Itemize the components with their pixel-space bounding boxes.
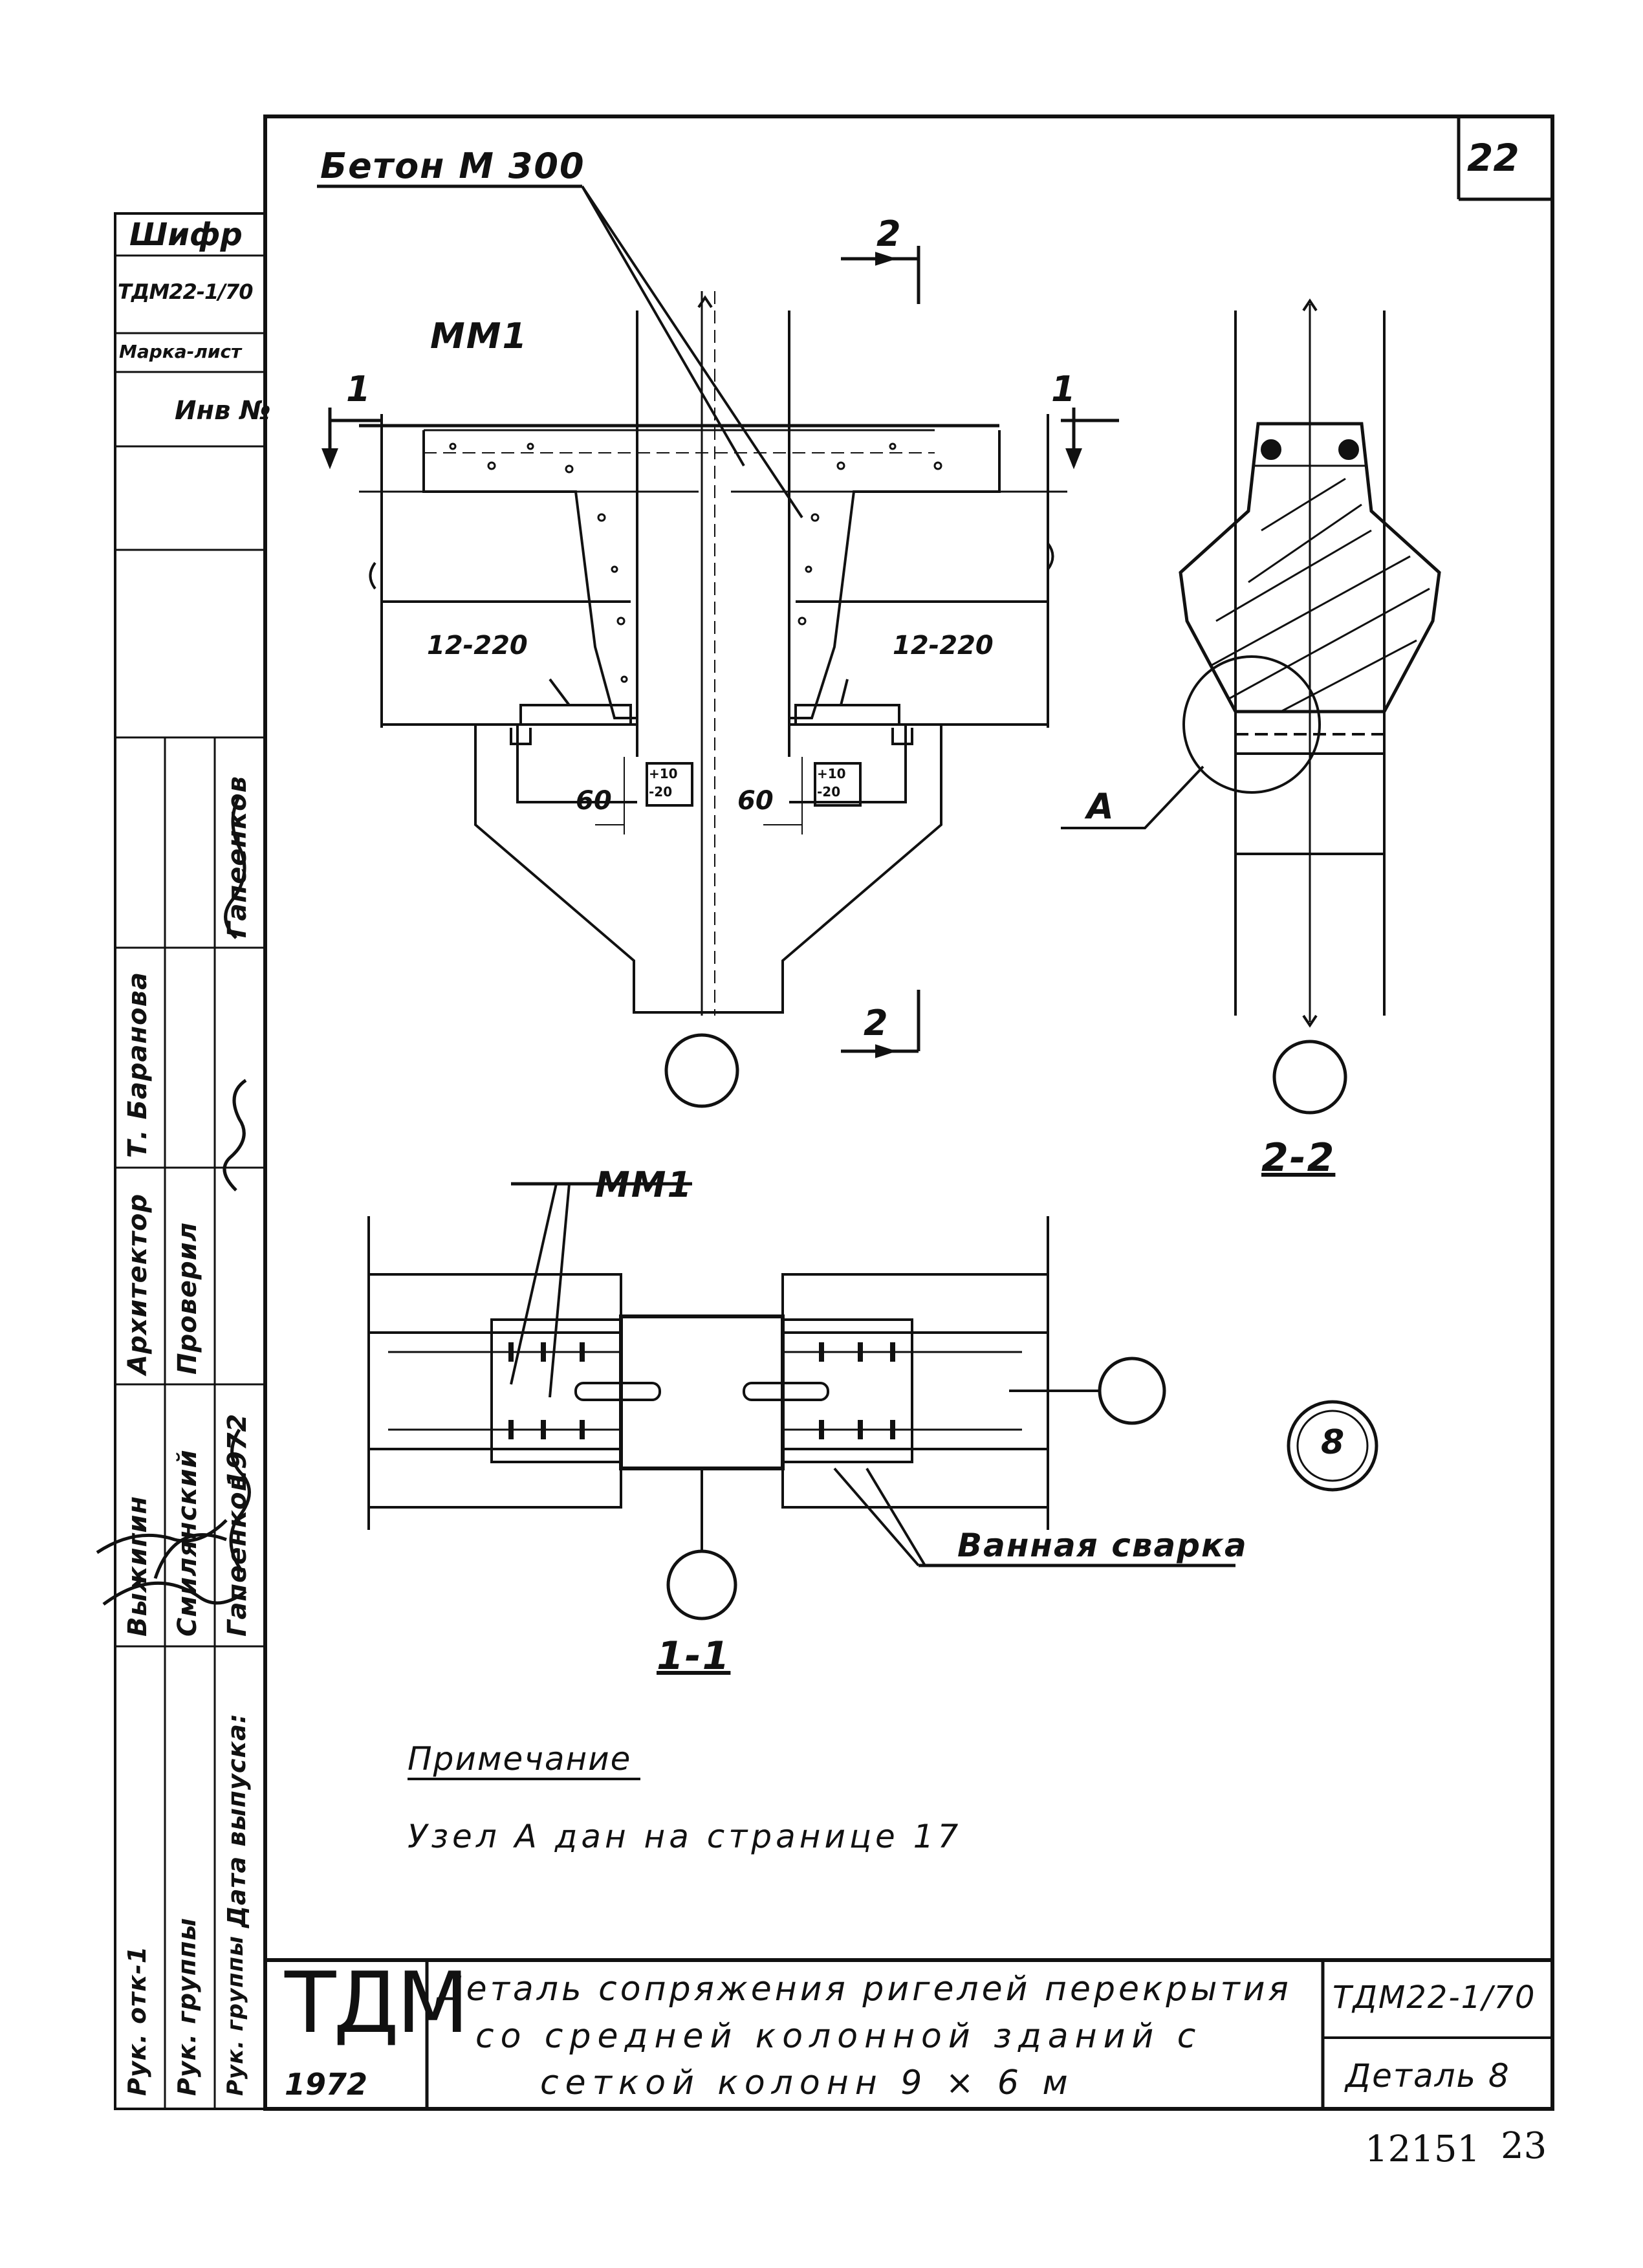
archive-number: 12151 (1365, 2128, 1481, 2170)
drawing-title-line2: со средней колонной зданий с (475, 2017, 1202, 2056)
bolt-label-left: 12-220 (427, 631, 528, 660)
mesh-label-plan: ММ1 (595, 1164, 693, 1205)
notes-text: Узел А дан на странице 17 (408, 1818, 963, 1855)
mark-sheet-label: Марка-лист (119, 341, 242, 362)
section-mark-2-bottom: 2 (864, 1003, 889, 1043)
signatures (96, 794, 251, 1606)
drawing-code: ТДМ22-1/70 (1333, 1979, 1536, 2016)
bolt-label-right: 12-220 (893, 631, 994, 660)
weld-label: Ванная сварка (957, 1527, 1248, 1564)
mesh-label-top: ММ1 (430, 316, 528, 356)
dimension-right: 60 (737, 786, 774, 816)
dimension-left: 60 (576, 786, 612, 816)
detail-number: 8 (1321, 1423, 1346, 1462)
detail-designation: Деталь 8 (1345, 2057, 1510, 2095)
cipher-label: Шифр (129, 217, 243, 253)
section-mark-1-right: 1 (1051, 369, 1077, 409)
notes-title: Примечание (408, 1740, 632, 1778)
sheet-number: 22 (1467, 136, 1519, 180)
tolerance-left: +10 -20 (649, 766, 678, 800)
tdm-logo: ТДМ (285, 1954, 469, 2052)
section-mark-2-top: 2 (876, 213, 902, 254)
concrete-grade-note: Бетон М 300 (320, 146, 585, 186)
node-a-label: А (1087, 786, 1115, 827)
title-block-year: 1972 (285, 2067, 368, 2102)
section-mark-1-left: 1 (346, 369, 372, 409)
drawing-title-line1: Деталь сопряжения ригелей перекрытия (437, 1970, 1292, 2009)
section-1-1-title: 1-1 (657, 1633, 731, 1679)
section-2-2-title: 2-2 (1261, 1135, 1336, 1181)
cipher-value: ТДМ22-1/70 (118, 279, 253, 304)
inventory-label: Инв № (175, 396, 271, 426)
drawing-title-line3: сеткой колонн 9 × 6 м (540, 2064, 1074, 2102)
tolerance-right: +10 -20 (817, 766, 846, 800)
page-number: 23 (1501, 2125, 1547, 2167)
